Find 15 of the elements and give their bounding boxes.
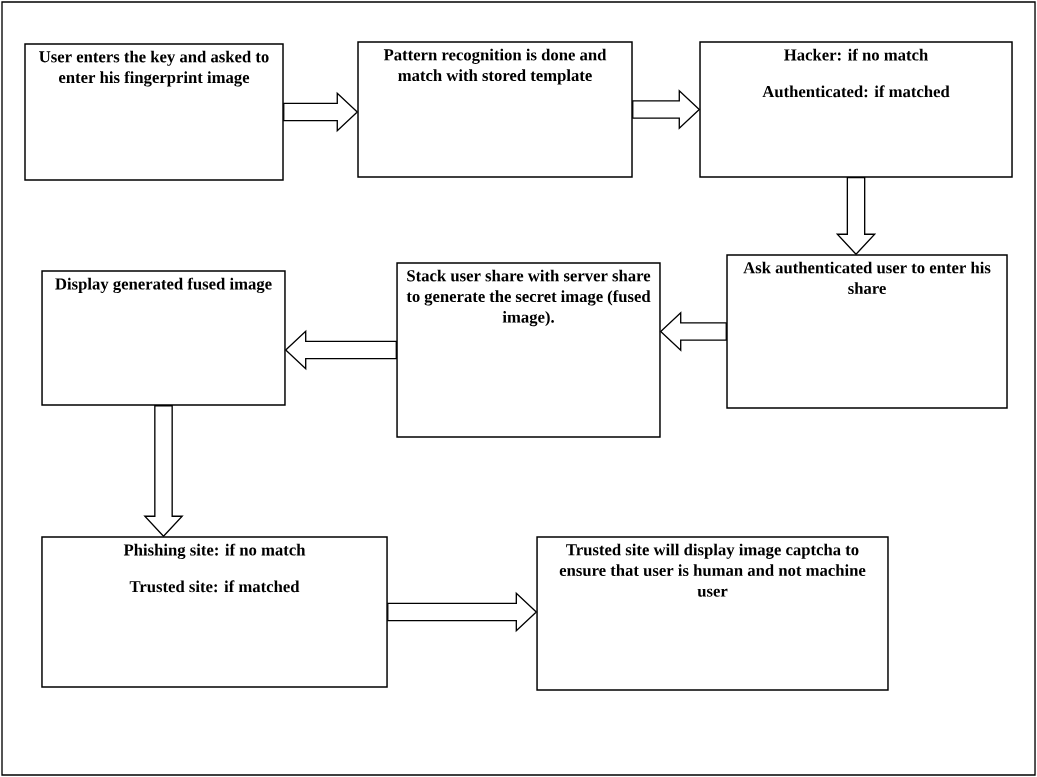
process-box: Pattern recognition is done and match with stored template (357, 41, 633, 178)
block-arrow (632, 89, 701, 130)
process-box: User enters the key and asked to enter his fingerprint image (24, 43, 284, 181)
block-arrow (835, 177, 877, 256)
process-box: Hacker: if no match Authenticated: if matched (699, 41, 1013, 178)
block-arrow (283, 91, 359, 133)
process-box: Display generated fused image (41, 270, 286, 406)
process-box: Stack user share with server share to generate the secret image (fused image). (396, 262, 661, 438)
block-arrow (143, 405, 184, 538)
block-arrow (387, 591, 538, 633)
process-box: Ask authenticated user to enter his share (726, 254, 1008, 409)
process-box: Trusted site will display image captcha to ensure that user is human and not machine user (536, 536, 889, 691)
block-arrow (284, 329, 397, 371)
process-box: Phishing site: if no match Trusted site: if matched (41, 536, 388, 688)
block-arrow (659, 311, 727, 352)
